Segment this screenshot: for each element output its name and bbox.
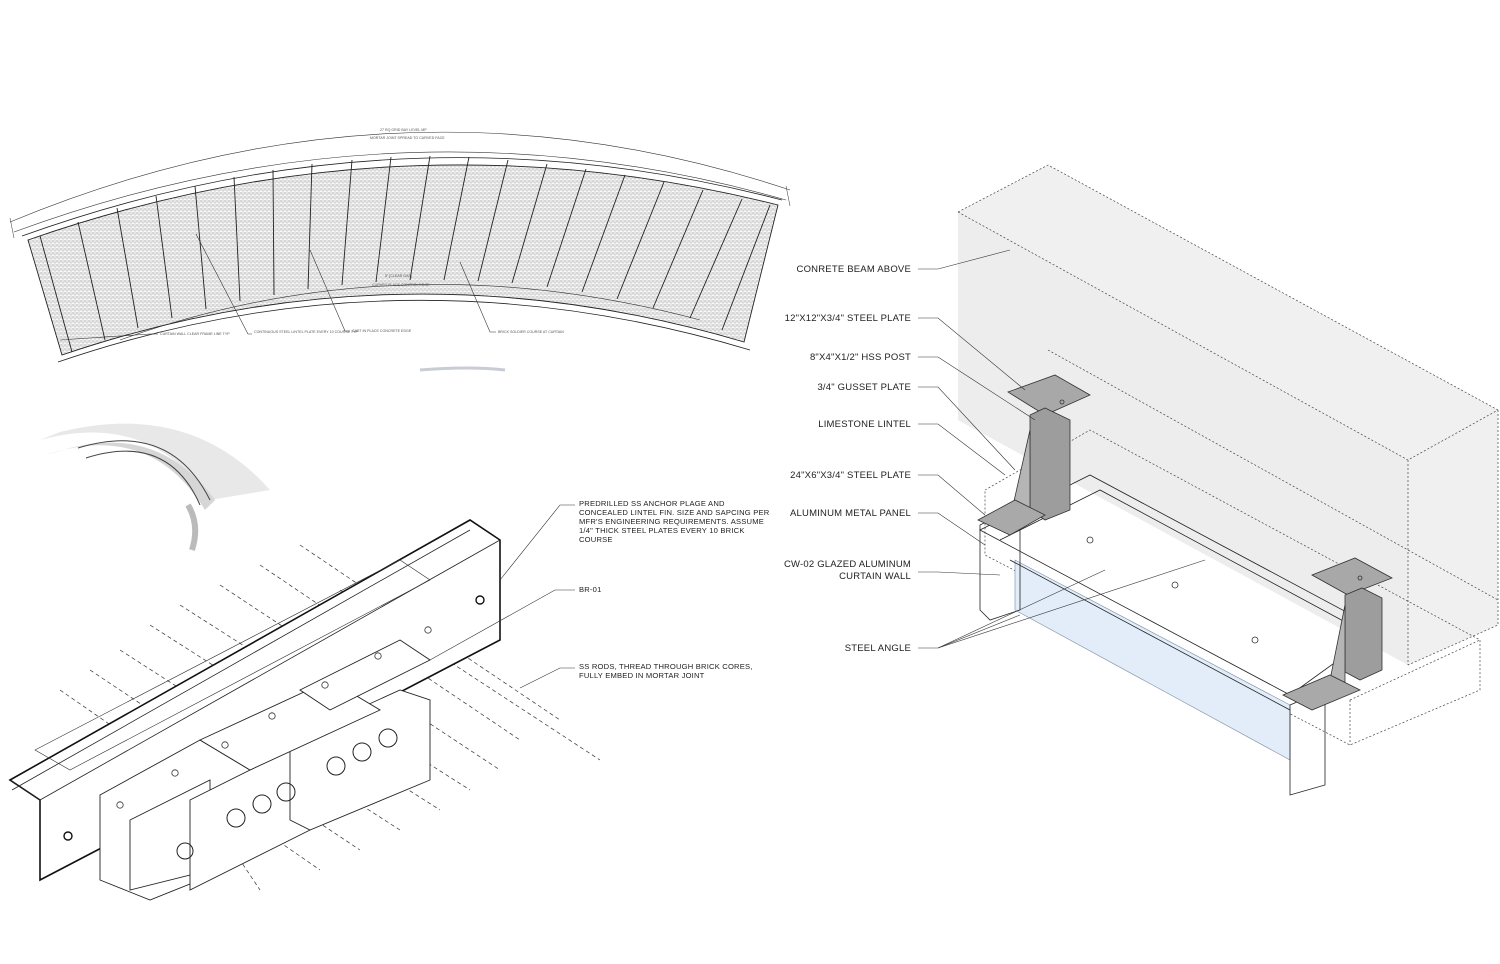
curved-brick-plan: 27 RQ GRID BAY LEVEL MP MORTAR JOINT SPR… xyxy=(9,128,791,372)
label-aluminum-panel: ALUMINUM METAL PANEL xyxy=(790,508,911,519)
concrete-beam-face xyxy=(958,212,1408,665)
plan-callout-3: CAST IN PLACE CONCRETE EDGE xyxy=(352,329,412,333)
brick-band xyxy=(27,164,779,356)
anchor-note-line-4: 1/4" THICK STEEL PLATES EVERY 10 BRICK xyxy=(579,526,745,535)
br-01-note: BR-01 xyxy=(579,585,602,594)
rods-note-line-2: FULLY EMBED IN MORTAR JOINT xyxy=(579,671,705,680)
anchor-note: PREDRILLED SS ANCHOR PLAGE AND CONCEALED… xyxy=(579,499,770,544)
curved-lintel-thumbnail xyxy=(40,423,270,551)
anchor-note-line-3: MFR'S ENGINEERING REQUIREMENTS. ASSUME xyxy=(579,517,764,526)
plan-callout-1: CURTAIN WALL CLEAR FRAME LINE TYP xyxy=(160,332,230,336)
plan-top-note-2: MORTAR JOINT SPREAD TO CURVED FACE xyxy=(370,136,445,140)
brick-anchor-detail: PREDRILLED SS ANCHOR PLAGE AND CONCEALED… xyxy=(8,499,770,901)
iso-labels: CONRETE BEAM ABOVE 12"X12"X3/4" STEEL PL… xyxy=(784,264,911,654)
label-steel-plate-12: 12"X12"X3/4" STEEL PLATE xyxy=(785,313,911,324)
steel-hardware xyxy=(977,374,1393,711)
label-limestone-lintel: LIMESTONE LINTEL xyxy=(818,419,911,430)
anchor-note-line-5: COURSE xyxy=(579,535,613,544)
label-hss-post: 8"X4"X1/2" HSS POST xyxy=(810,352,911,363)
label-curtain-wall-2: CURTAIN WALL xyxy=(839,571,911,582)
glazing-panel xyxy=(1014,559,1291,761)
panel-divider-lines xyxy=(39,155,771,353)
label-steel-plate-24: 24"X6"X3/4" STEEL PLATE xyxy=(790,470,911,481)
plan-inner-note-2: CURVED PLACE CONTROL EDGE xyxy=(372,283,430,287)
plan-top-note-1: 27 RQ GRID BAY LEVEL MP xyxy=(380,128,427,132)
label-steel-angle: STEEL ANGLE xyxy=(845,643,911,654)
anchor-note-line-2: CONCEALED LINTEL FIN. SIZE AND SAPCING P… xyxy=(579,508,770,517)
lintel-assembly-iso: CONRETE BEAM ABOVE 12"X12"X3/4" STEEL PL… xyxy=(784,164,1499,796)
label-curtain-wall-1: CW-02 GLAZED ALUMINUM xyxy=(784,559,911,570)
brick-units xyxy=(99,639,431,901)
plan-callout-2: CONTINUOUS STEEL LINTEL PLATE EVERY 10 C… xyxy=(254,330,359,334)
anchor-note-line-1: PREDRILLED SS ANCHOR PLAGE AND xyxy=(579,499,725,508)
label-concrete-beam: CONRETE BEAM ABOVE xyxy=(797,264,911,275)
label-gusset-plate: 3/4" GUSSET PLATE xyxy=(817,382,911,393)
plan-inner-note-1: 5" [CLEAR GAP] xyxy=(385,274,412,278)
rods-note-line-1: SS RODS, THREAD THROUGH BRICK CORES, xyxy=(579,662,753,671)
plan-callout-4: BRICK SOLDIER COURSE AT CURTAIN xyxy=(498,330,564,334)
